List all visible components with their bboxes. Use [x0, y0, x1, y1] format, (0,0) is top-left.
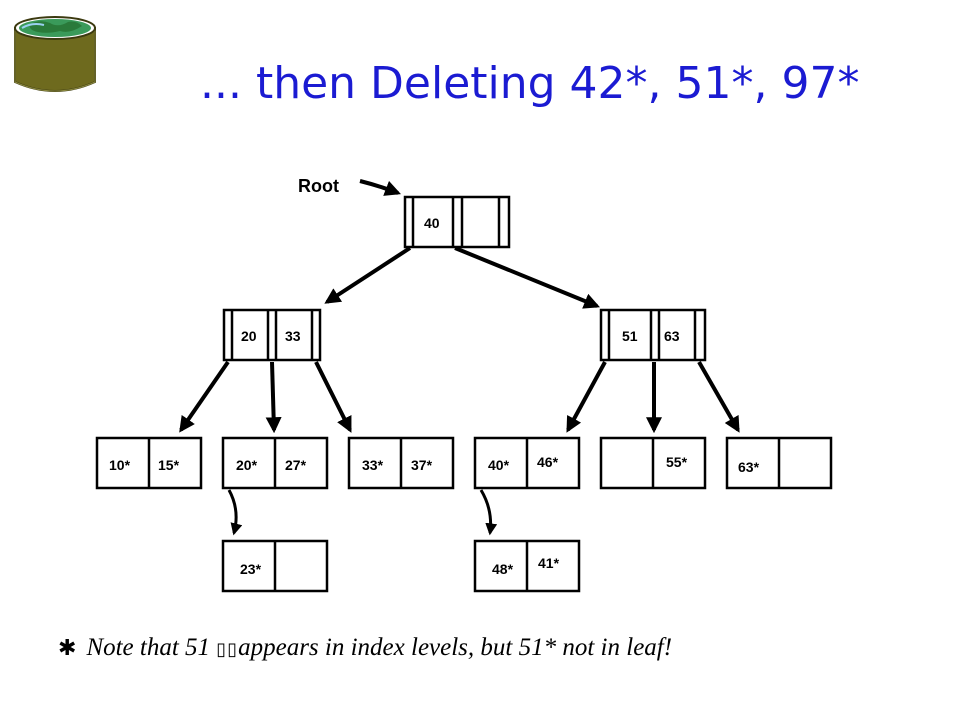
index-node-right — [599, 308, 707, 362]
root-key-40: 40 — [424, 215, 440, 231]
pointer-to-leaf-2 — [265, 361, 282, 434]
leaf-page-3 — [347, 436, 455, 490]
note-text-before: Note that 51 — [86, 634, 211, 661]
leaf-page-6 — [725, 436, 833, 490]
pointer-to-leaf-4 — [566, 361, 607, 433]
root-pointer-arrow — [359, 179, 401, 196]
pointer-to-leaf-1 — [179, 360, 230, 433]
leaf-entry: 55* — [666, 454, 688, 470]
slide-title: ... then Deleting 42*, 51*, 97* — [200, 58, 860, 109]
pointer-to-leaf-6 — [697, 361, 740, 433]
overflow-entry: 41* — [538, 555, 560, 571]
leaf-page-4 — [473, 436, 581, 490]
overflow-page-2 — [473, 539, 581, 593]
overflow-pointer-1 — [227, 489, 243, 536]
leaf-entry: 40* — [488, 457, 510, 473]
pointer-root-to-left — [324, 246, 412, 304]
index-key-33: 33 — [285, 328, 301, 344]
leaf-page-1 — [95, 436, 203, 490]
index-key-51: 51 — [622, 328, 638, 344]
leaf-entry: 46* — [537, 454, 559, 470]
index-node-left — [222, 308, 322, 362]
leaf-entry: 15* — [158, 457, 180, 473]
leaf-entry: 27* — [285, 457, 307, 473]
pointer-to-leaf-3 — [314, 361, 352, 433]
overflow-pointer-2 — [479, 489, 498, 536]
overflow-entry: 48* — [492, 561, 514, 577]
index-key-20: 20 — [241, 328, 257, 344]
star-icon: ✱ — [58, 636, 77, 661]
root-node — [403, 195, 511, 249]
index-key-63: 63 — [664, 328, 680, 344]
leaf-page-5 — [599, 436, 707, 490]
footnote: ✱ Note that 51 ▯▯appears in index levels,… — [58, 634, 672, 662]
overflow-page-1 — [221, 539, 329, 593]
leaf-entry: 37* — [411, 457, 433, 473]
leaf-entry: 10* — [109, 457, 131, 473]
pointer-root-to-right — [454, 246, 600, 309]
note-text-after: appears in index levels, but 51* not in … — [238, 634, 673, 661]
unrendered-glyphs: ▯▯ — [216, 639, 239, 660]
root-label: Root — [298, 176, 339, 196]
leaf-entry: 33* — [362, 457, 384, 473]
database-globe-logo — [14, 16, 96, 92]
leaf-page-2 — [221, 436, 329, 490]
leaf-entry: 20* — [236, 457, 258, 473]
leaf-entry: 63* — [738, 459, 760, 475]
overflow-entry: 23* — [240, 561, 262, 577]
